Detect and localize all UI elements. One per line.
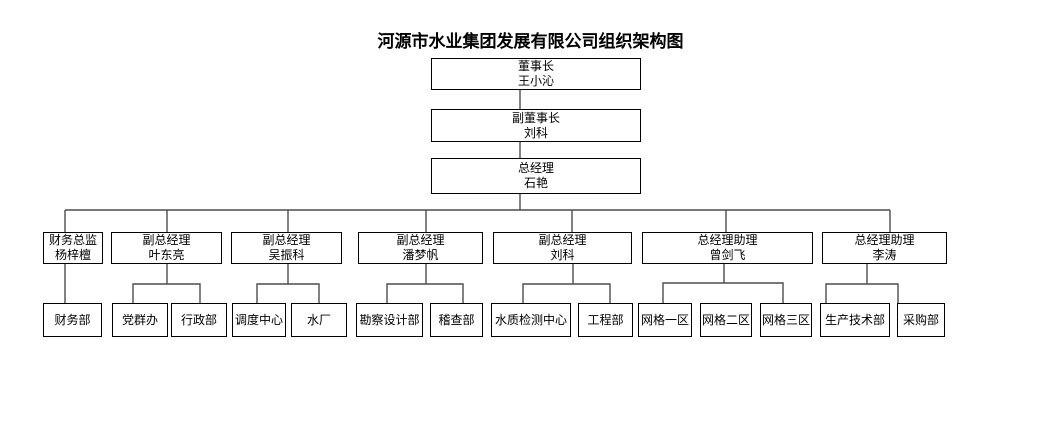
node-role: 副总经理: [396, 233, 445, 247]
node-dept-water-quality-testing-center: 水质检测中心: [491, 303, 571, 337]
node-dept-procurement: 采购部: [897, 303, 945, 337]
node-role: 副总经理: [538, 233, 587, 247]
node-vp-ye-dongliang: 副总经理 叶东亮: [111, 232, 222, 264]
node-role: 副董事长: [511, 110, 560, 125]
dept-label: 水质检测中心: [494, 312, 567, 327]
node-dept-finance: 财务部: [43, 303, 102, 337]
dept-label: 水厂: [306, 312, 331, 327]
node-vice-chairman: 副董事长 刘科: [431, 109, 641, 142]
dept-label: 网格一区: [640, 312, 689, 327]
node-general-manager: 总经理 石艳: [431, 158, 641, 194]
level2-bus-connector: [64, 209, 891, 232]
group-liu-connector: [522, 264, 611, 303]
node-dept-production-technology: 生产技术部: [820, 303, 890, 337]
node-role: 董事长: [517, 59, 554, 73]
dept-label: 生产技术部: [824, 312, 885, 327]
node-dept-dispatch-center: 调度中心: [232, 303, 286, 337]
node-dept-survey-design: 勘察设计部: [356, 303, 423, 337]
dept-label: 网格二区: [701, 312, 750, 327]
node-role: 总经理助理: [854, 233, 915, 247]
dept-label: 党群办: [121, 312, 158, 327]
dept-label: 采购部: [902, 312, 939, 327]
node-cfo: 财务总监 杨梓檀: [43, 232, 103, 264]
node-role: 副总经理: [262, 233, 311, 247]
node-dept-party-masses-office: 党群办: [112, 303, 168, 337]
node-name: 叶东亮: [148, 248, 185, 262]
node-name: 吴振科: [268, 248, 305, 262]
group-wu-connector: [256, 264, 320, 303]
node-name: 曾剑飞: [709, 248, 746, 262]
node-role: 财务总监: [48, 233, 97, 247]
dept-label: 工程部: [587, 312, 624, 327]
node-role: 总经理: [517, 161, 554, 175]
node-name: 杨梓檀: [54, 248, 91, 262]
dept-label: 网格三区: [761, 312, 810, 327]
node-name: 刘科: [523, 125, 548, 140]
group-pan-connector: [386, 264, 464, 303]
node-name: 王小沁: [517, 74, 554, 88]
node-vp-liu-ke: 副总经理 刘科: [493, 232, 632, 264]
node-dept-grid-zone-1: 网格一区: [638, 303, 692, 337]
node-dept-water-plant: 水厂: [291, 303, 347, 337]
node-dept-administration: 行政部: [171, 303, 227, 337]
node-name: 李涛: [872, 248, 897, 262]
node-chairman: 董事长 王小沁: [431, 58, 641, 90]
node-vp-pan-mengfan: 副总经理 潘梦帆: [358, 232, 483, 264]
node-role: 副总经理: [142, 233, 191, 247]
node-assistant-li-tao: 总经理助理 李涛: [822, 232, 947, 264]
node-role: 总经理助理: [697, 233, 758, 247]
dept-label: 行政部: [180, 312, 217, 327]
node-name: 刘科: [550, 248, 575, 262]
dept-label: 勘察设计部: [359, 312, 420, 327]
dept-label: 财务部: [54, 312, 91, 327]
node-assistant-zeng-jianfei: 总经理助理 曾剑飞: [642, 232, 813, 264]
node-dept-engineering: 工程部: [578, 303, 633, 337]
node-dept-inspection: 稽查部: [430, 303, 483, 337]
chart-title: 河源市水业集团发展有限公司组织架构图: [377, 32, 684, 51]
group-zeng-connector: [662, 264, 784, 303]
dept-label: 稽查部: [438, 312, 475, 327]
node-vp-wu-zhenke: 副总经理 吴振科: [231, 232, 342, 264]
dept-label: 调度中心: [234, 312, 283, 327]
node-name: 潘梦帆: [402, 248, 439, 262]
group-li-connector: [825, 264, 899, 303]
node-dept-grid-zone-3: 网格三区: [760, 303, 812, 337]
group-ye-connector: [132, 264, 201, 303]
node-dept-grid-zone-2: 网格二区: [700, 303, 752, 337]
node-name: 石艳: [523, 176, 548, 190]
